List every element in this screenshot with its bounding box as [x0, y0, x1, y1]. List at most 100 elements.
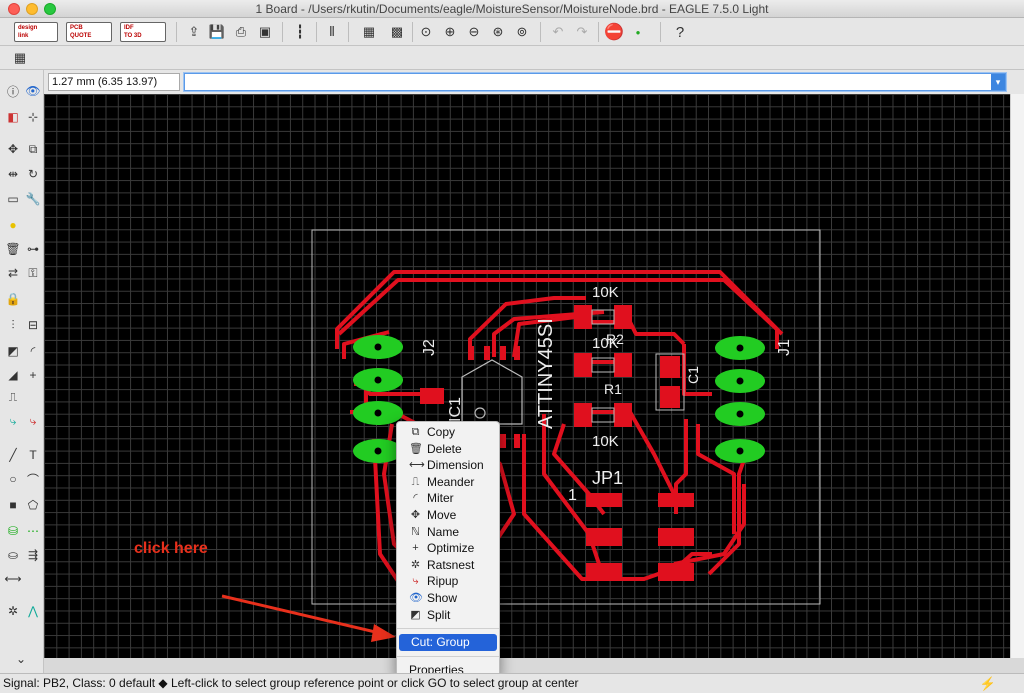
menu-item-optimize[interactable]: +Optimize — [397, 540, 499, 557]
go-icon[interactable]: ● — [635, 27, 641, 37]
zoom-fit-icon[interactable]: ⊙ — [420, 24, 432, 39]
undo-icon[interactable]: ↶ — [552, 24, 564, 39]
padlock-icon[interactable]: 🔒 — [5, 292, 21, 306]
menu-item-ripup[interactable]: ⤷Ripup — [397, 573, 499, 590]
menu-item-meander[interactable]: ⎍Meander — [397, 474, 499, 491]
optimize-icon: + — [412, 542, 419, 555]
group-icon[interactable]: ▭ — [7, 192, 19, 206]
zoom-window-button[interactable] — [44, 3, 56, 15]
lightning-icon: ⚡ — [979, 676, 996, 691]
board-canvas[interactable]: J2 J1 ATTINY45SI 10K R2 10K R1 10K C1 JP… — [44, 94, 1010, 658]
help-icon[interactable]: ? — [675, 23, 685, 41]
resistor-outlines — [591, 309, 615, 423]
text-icon[interactable]: T — [29, 448, 37, 462]
meander-icon[interactable]: ⎍ — [8, 389, 18, 404]
route-manual-icon[interactable]: ⤷ — [9, 413, 17, 428]
print-icon[interactable]: ⎙ — [235, 24, 247, 39]
replace-icon[interactable]: ⇄ — [7, 266, 19, 280]
menu-item-show[interactable]: 👁Show — [409, 590, 458, 605]
save-icon[interactable]: 💾 — [208, 24, 226, 39]
copy-icon[interactable]: ⧉ — [28, 141, 38, 156]
board-drawing: J2 J1 ATTINY45SI 10K R2 10K R1 10K C1 JP… — [221, 229, 821, 642]
optimize-icon[interactable]: ◢ — [8, 368, 18, 382]
mark-icon[interactable]: ⊹ — [27, 110, 39, 124]
board-outline — [311, 229, 821, 605]
autorouter-icon[interactable]: ⋀ — [28, 604, 38, 618]
zoom-out-icon[interactable]: ⊖ — [468, 24, 480, 39]
ratsnest-icon: ✲ — [410, 558, 421, 571]
chip-ic1 — [461, 346, 523, 448]
add-icon[interactable]: ⊶ — [27, 242, 39, 256]
menu-item-ratsnest[interactable]: ✲Ratsnest — [410, 557, 475, 572]
close-window-button[interactable] — [8, 3, 20, 15]
circle-icon[interactable]: ○ — [9, 472, 17, 486]
via-icon[interactable]: ⛁ — [7, 524, 19, 538]
change-icon[interactable]: 🔧 — [25, 192, 41, 206]
smash-icon[interactable]: ⫶ — [11, 317, 15, 332]
zoom-select-icon[interactable]: ⊚ — [516, 24, 528, 39]
grid-icon[interactable]: ▦ — [13, 50, 27, 65]
menu-item-dimension[interactable]: ⟷Dimension — [409, 458, 484, 473]
label-c1: C1 — [685, 366, 701, 384]
ulp-icon[interactable]: ⦀ — [329, 24, 335, 39]
menu-item-cut-group[interactable]: Cut: Group — [399, 634, 497, 651]
layer-settings-icon[interactable]: ▦ — [362, 24, 376, 39]
menu-item-copy[interactable]: ⧉Copy — [397, 424, 499, 441]
delete-icon[interactable]: 🗑 — [5, 242, 21, 256]
rotate-icon[interactable]: ↻ — [27, 167, 39, 181]
script-icon[interactable]: ┇ — [296, 24, 304, 39]
ripup-icon[interactable]: ⤷ — [29, 413, 37, 428]
ratsnest-icon[interactable]: ✲ — [7, 604, 19, 618]
menu-item-split[interactable]: ◩Split — [410, 607, 451, 622]
chevron-down-icon[interactable]: ▾ — [991, 74, 1005, 90]
paste-icon[interactable]: ● — [9, 218, 17, 232]
menu-item-miter[interactable]: ◜Miter — [397, 490, 499, 507]
value-icon[interactable]: ⊟ — [27, 318, 39, 332]
redo-icon[interactable]: ↷ — [576, 24, 588, 39]
command-bar: 1.27 mm (6.35 13.97) ▾ — [44, 70, 1024, 94]
redraw-icon[interactable]: ⊛ — [492, 24, 504, 39]
label-jp1: JP1 — [592, 468, 623, 488]
connector-J1-pads — [715, 336, 765, 463]
rect-icon[interactable]: ■ — [9, 498, 17, 512]
label-pin1: 1 — [568, 487, 577, 504]
command-input[interactable]: ▾ — [184, 73, 1006, 91]
signal-icon[interactable]: ⋯ — [27, 524, 39, 538]
label-j2: J2 — [421, 339, 438, 356]
label-10k-mid: 10K — [592, 335, 619, 352]
display-icon[interactable]: ◧ — [7, 110, 19, 124]
attribute-icon[interactable]: ⇶ — [27, 548, 39, 562]
zoom-in-icon[interactable]: ⊕ — [444, 24, 456, 39]
grid-toolbar: ▦ — [0, 46, 1024, 70]
mirror-icon[interactable]: ⇹ — [7, 167, 19, 181]
vertical-scrollbar[interactable] — [1010, 94, 1024, 658]
more-tools-icon[interactable]: ⌄ — [15, 652, 27, 666]
miter-icon[interactable]: ◜ — [30, 344, 36, 358]
layer-color-icon[interactable]: ▩ — [390, 24, 404, 39]
arc-icon[interactable]: ⌒ — [26, 472, 39, 487]
wire-icon[interactable]: ╱ — [9, 448, 17, 462]
hole-icon[interactable]: ⛀ — [7, 548, 19, 562]
copy-icon: ⧉ — [411, 426, 420, 438]
open-file-icon[interactable]: ⇪ — [188, 24, 200, 39]
move-icon[interactable]: ✥ — [7, 142, 19, 156]
cam-icon[interactable]: ▣ — [258, 24, 272, 39]
lock-icon[interactable]: ⚿ — [28, 265, 38, 280]
menu-item-delete[interactable]: 🗑Delete — [409, 441, 462, 456]
stop-icon[interactable]: ⛔ — [604, 24, 624, 41]
menu-separator — [397, 628, 499, 630]
dimension-icon: ⟷ — [409, 459, 425, 472]
route-icon[interactable]: + — [29, 368, 37, 382]
minimize-window-button[interactable] — [26, 3, 38, 15]
split-icon[interactable]: ◩ — [7, 344, 19, 358]
polygon-icon[interactable]: ⬠ — [27, 498, 39, 512]
info-icon[interactable]: ⓘ — [6, 84, 19, 99]
menu-item-move[interactable]: ✥Move — [410, 507, 457, 522]
dimension-icon[interactable]: ⟷ — [4, 572, 22, 586]
eye-icon[interactable]: 👁 — [25, 84, 41, 98]
